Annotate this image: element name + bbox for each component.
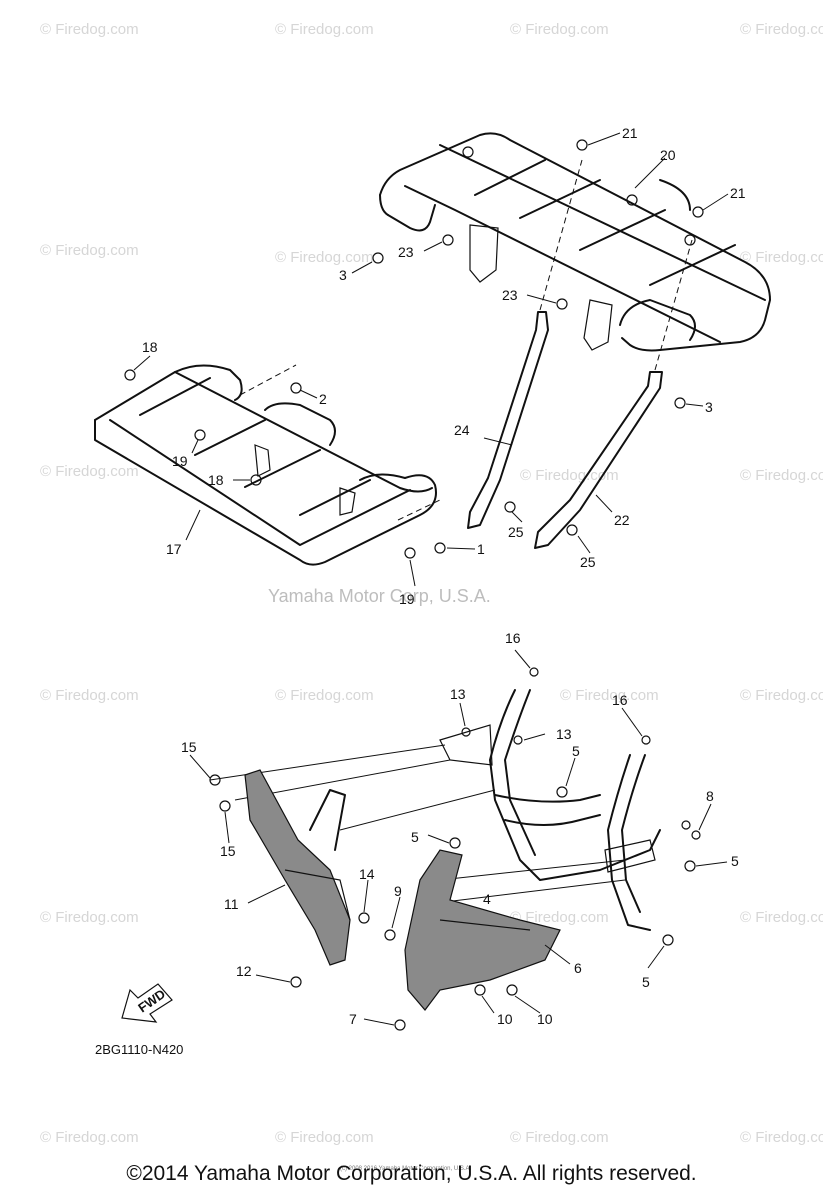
watermark: © Firedog.com: [275, 249, 374, 266]
callout-21: 21: [622, 125, 638, 141]
callout-7: 7: [349, 1011, 357, 1027]
watermark: © Firedog.com: [275, 21, 374, 38]
watermark: © Firedog.com: [40, 687, 139, 704]
watermark: © Firedog.com: [740, 467, 823, 484]
left-guard: [244, 769, 351, 966]
callout-18: 18: [142, 339, 158, 355]
watermark: © Firedog.com: [510, 21, 609, 38]
callout-2: 2: [319, 391, 327, 407]
watermark: © Firedog.com: [740, 249, 823, 266]
copyright-footer: ©2014 Yamaha Motor Corporation, U.S.A. A…: [126, 1162, 697, 1185]
callout-14: 14: [359, 866, 375, 882]
watermark: © Firedog.com: [40, 21, 139, 38]
tiny-copyright: (c) 2008 2016 Yamaha Motor Corporation, …: [340, 1166, 472, 1172]
yamaha-watermark: Yamaha Motor Corp, U.S.A.: [268, 586, 491, 606]
watermark: © Firedog.com: [740, 909, 823, 926]
watermark: © Firedog.com: [40, 1129, 139, 1146]
callout-5: 5: [642, 974, 650, 990]
callout-24: 24: [454, 422, 470, 438]
callout-23: 23: [398, 244, 414, 260]
watermark: © Firedog.com: [740, 687, 823, 704]
callout-11: 11: [224, 896, 239, 912]
fwd-arrow: FWD: [121, 983, 173, 1023]
front-carrier: [94, 364, 441, 566]
callout-20: 20: [660, 147, 676, 163]
watermark: © Firedog.com: [510, 1129, 609, 1146]
callout-15: 15: [220, 843, 236, 859]
callout-22: 22: [614, 512, 630, 528]
callout-19: 19: [399, 591, 415, 607]
callout-15: 15: [181, 739, 197, 755]
watermark: © Firedog.com: [40, 909, 139, 926]
fasteners: [124, 139, 704, 1031]
callouts: 1 2 3 3 4 5 5 5 5 6 7 8 9 10 10 11 12 13…: [142, 125, 746, 1027]
watermark: © Firedog.com: [740, 21, 823, 38]
callout-9: 9: [394, 883, 402, 899]
callout-25: 25: [508, 524, 524, 540]
callout-10: 10: [537, 1011, 553, 1027]
callout-6: 6: [574, 960, 582, 976]
callout-1: 1: [477, 541, 485, 557]
callout-13: 13: [556, 726, 572, 742]
callout-5: 5: [572, 743, 580, 759]
watermark: © Firedog.com: [510, 909, 609, 926]
callout-12: 12: [236, 963, 252, 979]
leader-lines: [133, 132, 729, 1026]
rear-carrier: [379, 132, 771, 352]
callout-25: 25: [580, 554, 596, 570]
callout-4: 4: [483, 891, 491, 907]
watermark: © Firedog.com: [560, 687, 659, 704]
callout-21: 21: [730, 185, 746, 201]
watermark: © Firedog.com: [520, 467, 619, 484]
callout-19: 19: [172, 453, 188, 469]
watermark: © Firedog.com: [40, 463, 139, 480]
callout-5: 5: [411, 829, 419, 845]
watermark-layer: © Firedog.com © Firedog.com © Firedog.co…: [40, 21, 823, 1172]
callout-8: 8: [706, 788, 714, 804]
rear-stays: [467, 159, 693, 549]
callout-17: 17: [166, 541, 182, 557]
diagram-code: 2BG1110-N420: [95, 1042, 183, 1057]
callout-3: 3: [339, 267, 347, 283]
watermark: © Firedog.com: [275, 687, 374, 704]
callout-16: 16: [612, 692, 628, 708]
watermark: © Firedog.com: [40, 242, 139, 259]
callout-13: 13: [450, 686, 466, 702]
callout-18: 18: [208, 472, 224, 488]
right-guard: [404, 849, 561, 1011]
callout-5: 5: [731, 853, 739, 869]
watermark: © Firedog.com: [275, 1129, 374, 1146]
callout-3: 3: [705, 399, 713, 415]
watermark: © Firedog.com: [740, 1129, 823, 1146]
callout-16: 16: [505, 630, 521, 646]
callout-23: 23: [502, 287, 518, 303]
callout-10: 10: [497, 1011, 513, 1027]
